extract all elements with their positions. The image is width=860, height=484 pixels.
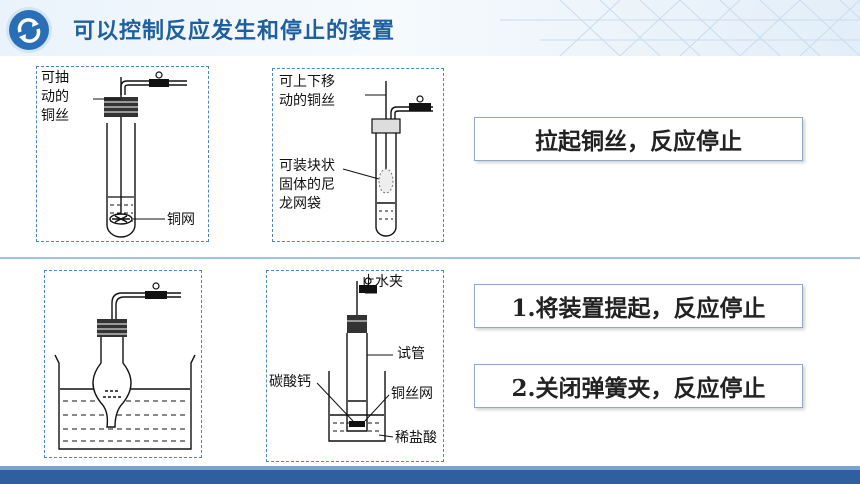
apparatus-drawing (342, 81, 433, 237)
header-banner: 可以控制反应发生和停止的装置 (0, 0, 860, 56)
label-nylon-bag: 可装块状 固体的尼 龙网袋 (279, 158, 335, 212)
footer-stripe (0, 466, 860, 470)
answer-close-clamp: 2.关闭弹簧夹，反应停止 (474, 364, 803, 408)
apparatus-drawing (54, 282, 196, 450)
label-water-clamp: 止水夹 (361, 274, 403, 290)
label-test-tube: 试管 (397, 346, 425, 362)
clamp-icon (149, 79, 169, 87)
page-title: 可以控制反应发生和停止的装置 (73, 19, 396, 44)
clamp-icon (145, 291, 167, 299)
section-divider (0, 257, 860, 259)
calcium-carbonate-block (349, 421, 365, 427)
footer-bar (0, 470, 860, 484)
label-dilute-hcl: 稀盐酸 (395, 430, 437, 446)
label-copper-mesh: 铜丝网 (391, 386, 433, 402)
label-movable-wire: 可上下移 动的铜丝 (279, 74, 335, 109)
diagram-copper-wire-tube: 可抽 动的 铜丝 铜网 (36, 66, 209, 242)
answer-lift-device: 1.将装置提起，反应停止 (474, 284, 803, 328)
answer-pull-wire: 拉起铜丝，反应停止 (474, 117, 803, 161)
refresh-icon (17, 18, 41, 43)
diagram-bulb-beaker (44, 270, 202, 458)
diagram-tube-in-beaker: 止水夹 试管 碳酸钙 铜丝网 稀盐酸 (266, 270, 444, 462)
logo-badge (9, 10, 49, 50)
label-movable-copper-wire: 可抽 动的 铜丝 (41, 70, 69, 124)
apparatus-drawing (316, 277, 394, 442)
apparatus-drawing (93, 71, 187, 238)
clamp-icon (409, 103, 431, 111)
diagram-nylon-bag-tube: 可上下移 动的铜丝 可装块状 固体的尼 龙网袋 (272, 68, 444, 242)
header-decoration (500, 0, 860, 56)
clamp-icon (359, 285, 377, 293)
label-calcium-carbonate: 碳酸钙 (269, 374, 311, 390)
label-copper-mesh: 铜网 (167, 212, 195, 228)
